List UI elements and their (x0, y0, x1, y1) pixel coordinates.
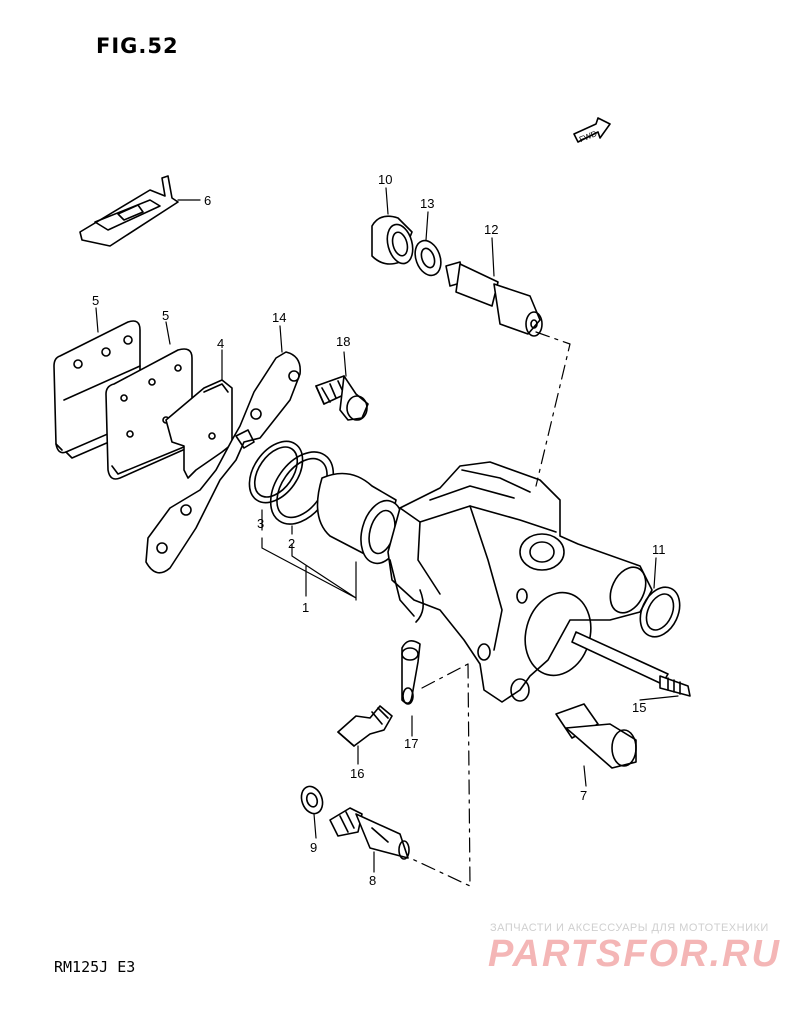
part-labels: 1 2 3 4 5 5 6 7 8 9 10 11 12 13 14 15 16… (92, 172, 666, 888)
label-part-18: 18 (336, 334, 350, 349)
label-part-17: 17 (404, 736, 418, 751)
label-part-8: 8 (369, 873, 376, 888)
label-part-9: 9 (310, 840, 317, 855)
label-part-15: 15 (632, 700, 646, 715)
watermark-brand: PARTSFOR.RU (488, 933, 781, 975)
part-14-caliper-bracket (145, 351, 302, 574)
leader-lines (95, 187, 679, 887)
label-part-2: 2 (288, 536, 295, 551)
part-3-dust-seal (248, 440, 304, 504)
part-7-union-bolt (555, 703, 637, 769)
label-part-10: 10 (378, 172, 392, 187)
part-13-washer (414, 239, 442, 277)
part-5-brake-pad-front (105, 348, 197, 480)
label-part-11: 11 (652, 542, 666, 557)
part-18-bracket-bolt (315, 375, 369, 421)
caliper-body (387, 461, 653, 703)
label-part-12: 12 (484, 222, 498, 237)
label-part-1: 1 (302, 600, 309, 615)
model-code: RM125J E3 (54, 958, 136, 976)
part-9-washer (300, 785, 324, 815)
part-10-pin-boot (371, 215, 414, 265)
part-16-bleeder-valve (337, 705, 393, 747)
label-part-13: 13 (420, 196, 434, 211)
part-15-caliper-pin (571, 631, 691, 697)
figure-title: FIG.52 (96, 34, 179, 58)
part-6-pad-spring (79, 175, 179, 247)
label-part-6: 6 (204, 193, 211, 208)
part-8-pad-pin (329, 807, 410, 860)
part-17-bleeder-cap (401, 640, 421, 705)
watermark-tagline: ЗАПЧАСТИ И АКСЕССУАРЫ ДЛЯ МОТОТЕХНИКИ (490, 922, 769, 934)
label-part-3: 3 (257, 516, 264, 531)
label-part-4: 4 (217, 336, 224, 351)
label-part-5b: 5 (162, 308, 169, 323)
part-12-slide-pin (445, 261, 543, 337)
part-11-pin-boot (639, 586, 681, 638)
fwd-arrow-icon: FWD (573, 117, 611, 144)
label-part-16: 16 (350, 766, 364, 781)
label-part-5a: 5 (92, 293, 99, 308)
label-part-14: 14 (272, 310, 286, 325)
part-4-pad-shim (165, 379, 233, 479)
label-part-7: 7 (580, 788, 587, 803)
